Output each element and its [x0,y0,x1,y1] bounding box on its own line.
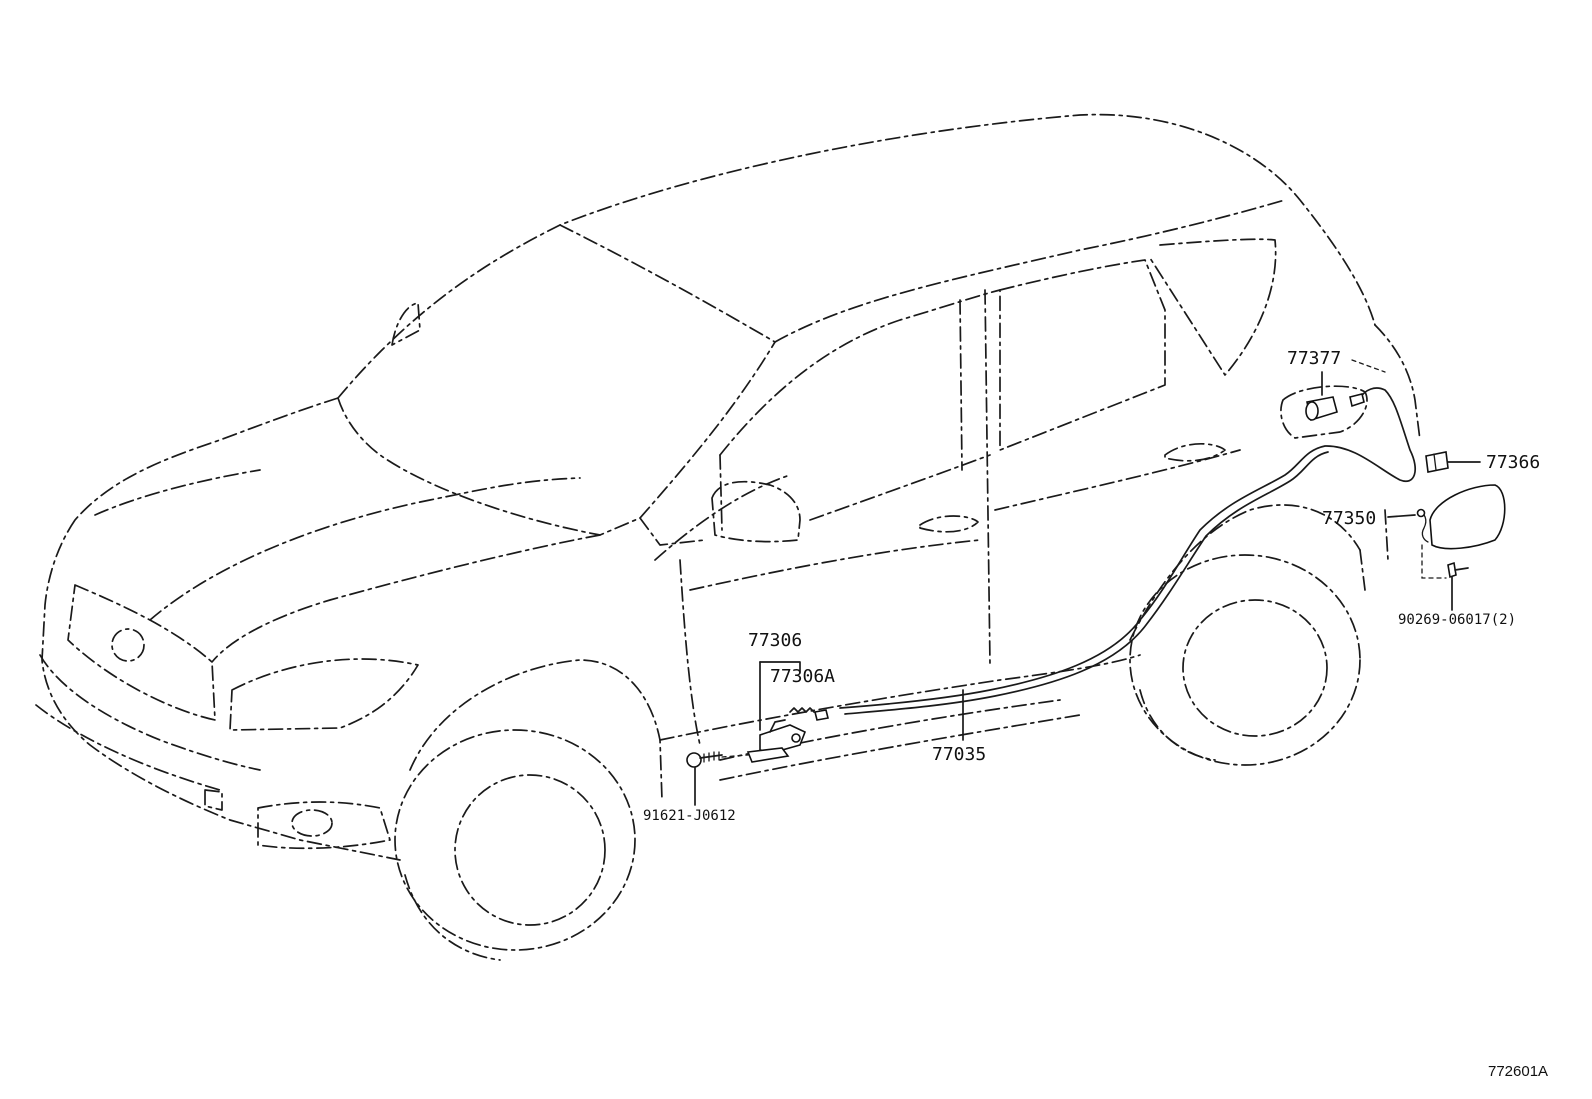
lock-cylinder-part [1305,396,1338,422]
screw-part [686,751,723,768]
part-labels: 77377 77366 77350 90269-06017(2) 77306 7… [643,348,1548,1080]
lid-screw-part [1447,561,1469,579]
figure-id: 772601A [1488,1063,1548,1080]
leader-lines [694,359,1481,806]
label-90269-06017: 90269-06017(2) [1398,612,1516,628]
label-77377: 77377 [1287,348,1341,369]
label-77306: 77306 [748,630,802,651]
opener-cable [839,387,1417,715]
vehicle-outline [35,113,1421,961]
cable-end [814,709,829,721]
spring-part [789,707,815,713]
label-77350: 77350 [1322,508,1376,529]
label-77366: 77366 [1486,452,1540,473]
fuel-lid [1416,484,1506,550]
label-77306A: 77306A [770,666,835,687]
label-91621-J0612: 91621-J0612 [643,808,736,824]
fuel-opener-lever [746,719,807,763]
clip-part [1425,451,1449,473]
cable-connector [1349,393,1365,408]
label-77035: 77035 [932,744,986,765]
